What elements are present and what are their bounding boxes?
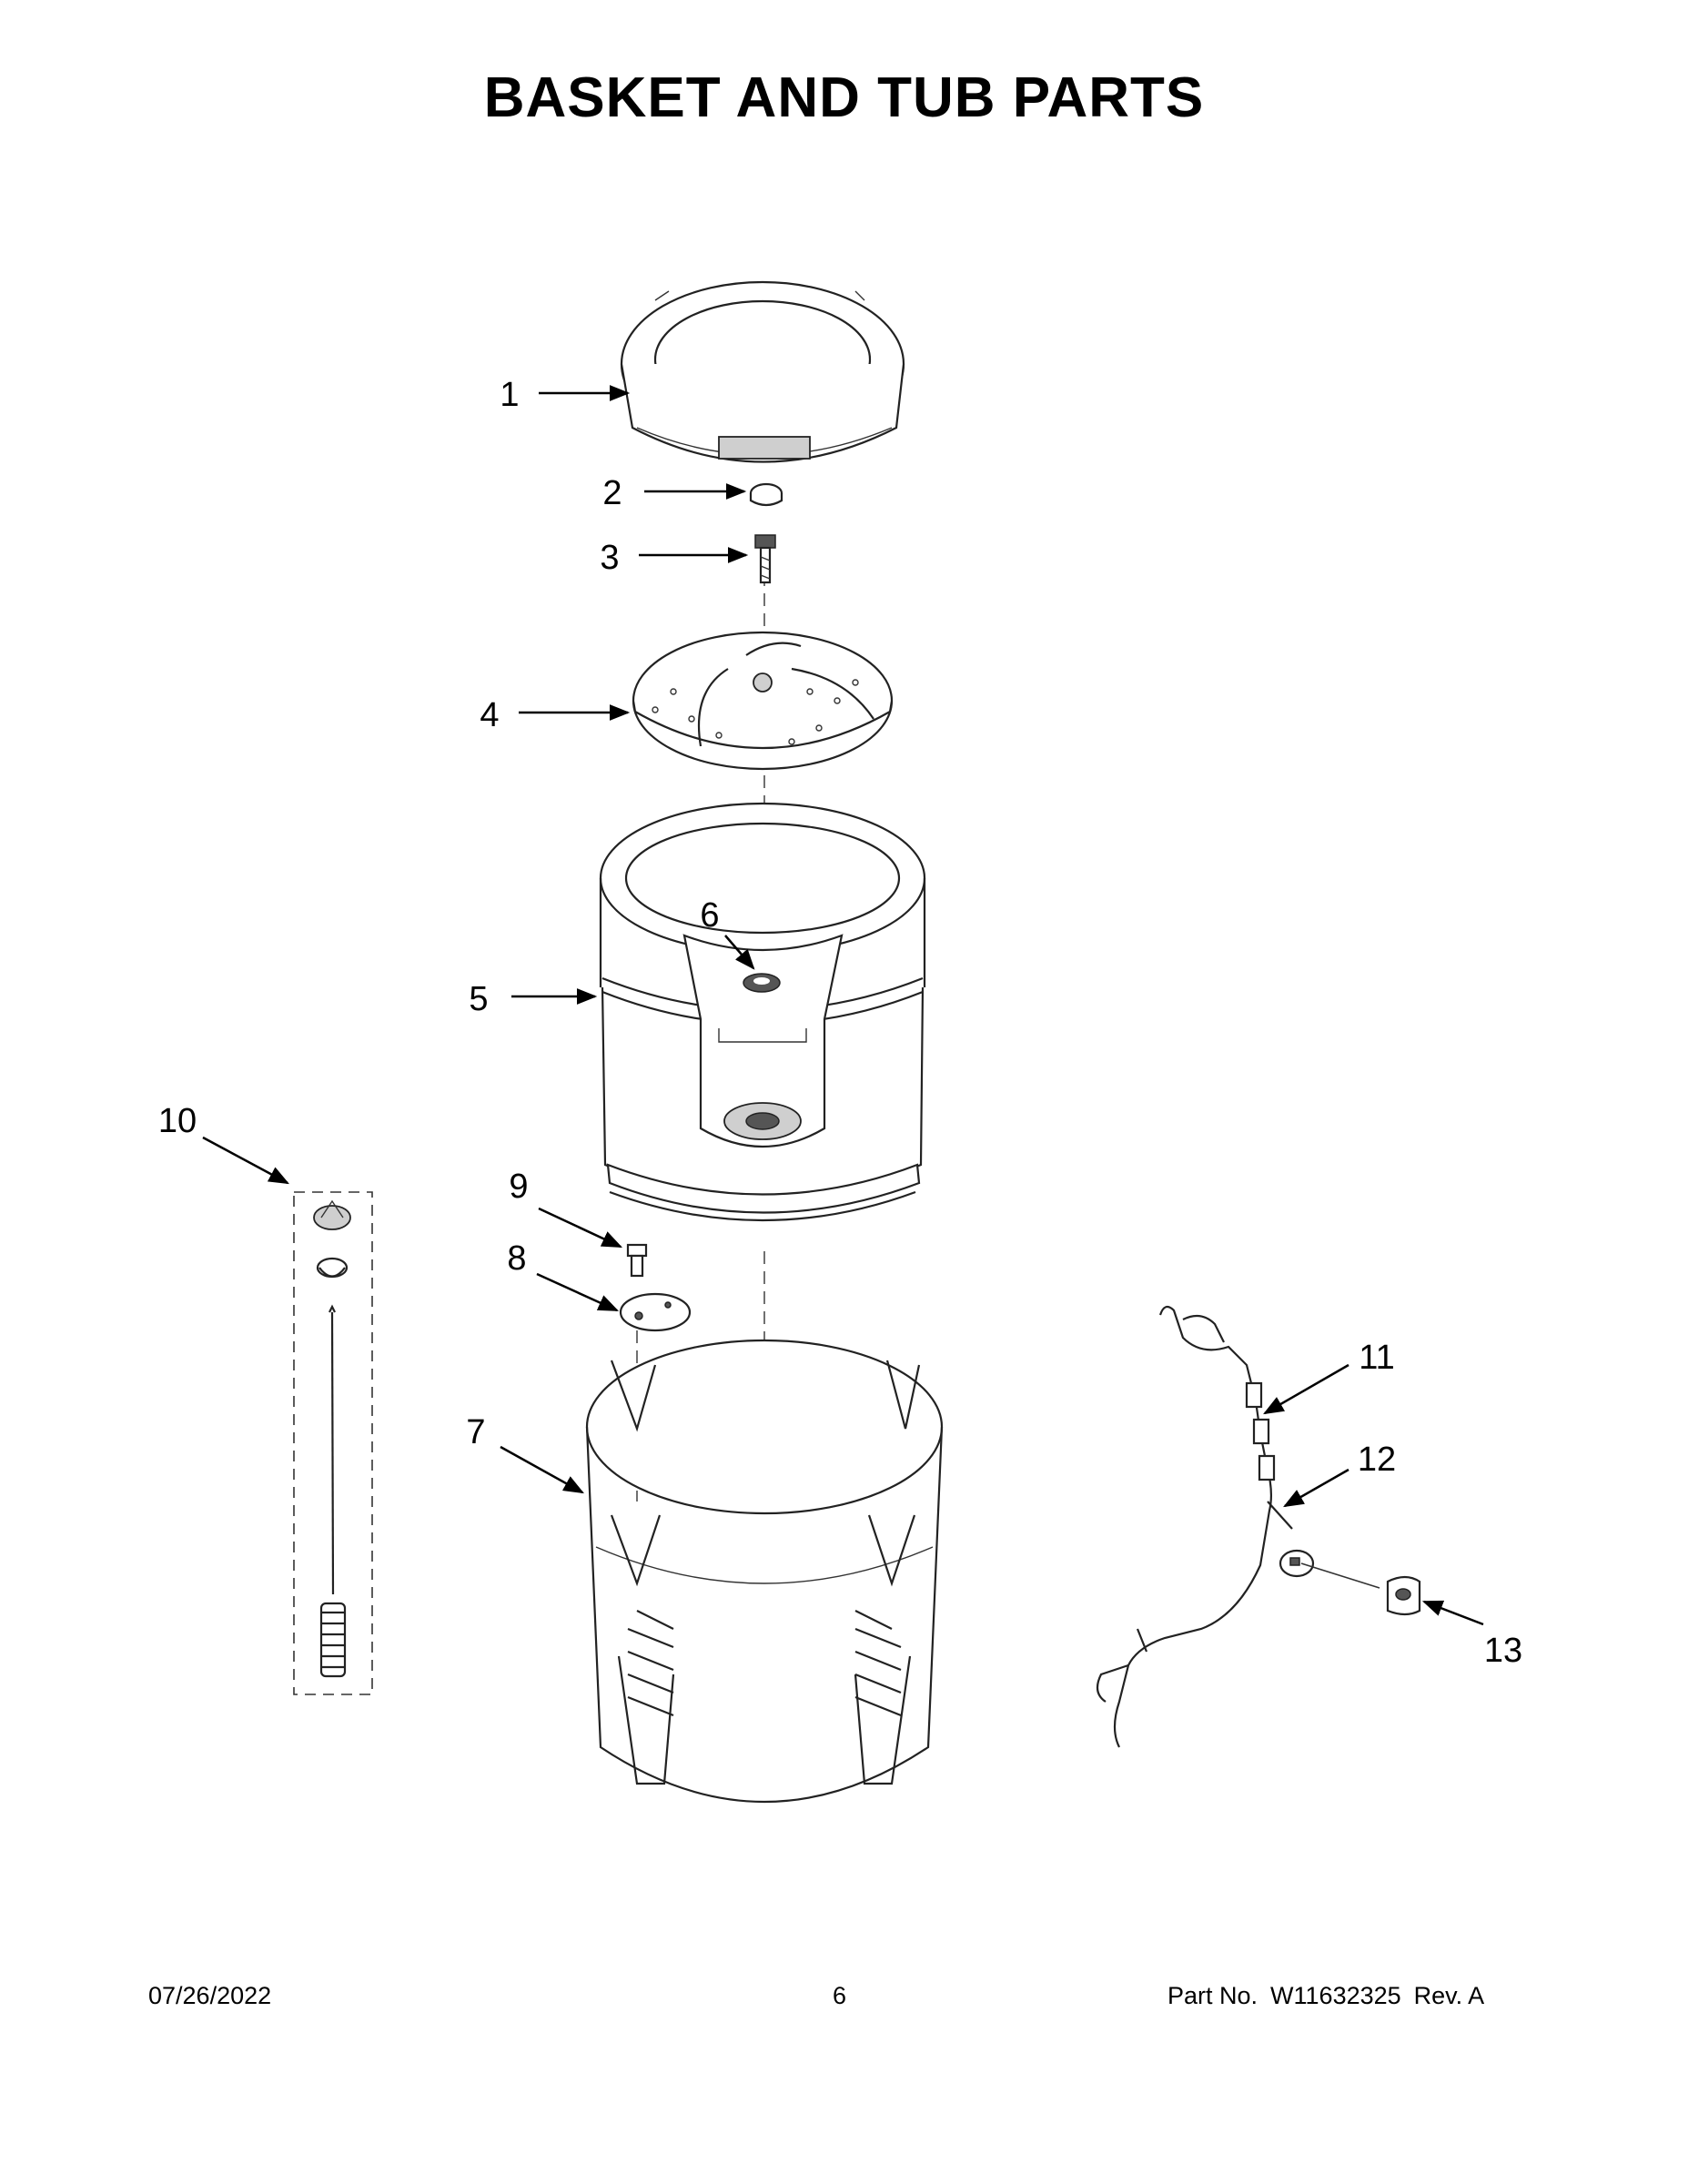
bolt-part <box>754 534 776 584</box>
callout-3: 3 <box>600 539 619 577</box>
seal-part <box>743 973 781 993</box>
footer-page-number: 6 <box>833 1982 847 2009</box>
clip-part <box>1386 1575 1421 1616</box>
callout-13: 13 <box>1484 1632 1522 1670</box>
wire-harness-part <box>1096 1305 1293 1748</box>
callout-5: 5 <box>469 980 488 1018</box>
callout-6: 6 <box>700 896 719 935</box>
footer-part-label: Part No. <box>1167 1982 1258 2009</box>
cap-part <box>749 482 783 507</box>
callout-arrows <box>202 385 1484 1626</box>
balance-ring-part <box>620 280 905 463</box>
footer-date: 07/26/2022 <box>148 1982 272 2009</box>
basket-part <box>599 802 926 1222</box>
callout-1: 1 <box>500 376 519 414</box>
footer-part-number: W11632325 <box>1270 1982 1401 2009</box>
callout-11: 11 <box>1359 1339 1394 1377</box>
sensor-part <box>1279 1549 1315 1578</box>
outer-tub-part <box>585 1339 944 1803</box>
callout-7: 7 <box>466 1413 485 1451</box>
callout-2: 2 <box>602 474 622 512</box>
suspension-rod-assembly <box>293 1191 373 1695</box>
page-title: BASKET AND TUB PARTS <box>483 66 1205 129</box>
impeller-part <box>632 631 894 771</box>
mounting-plate-part <box>619 1292 692 1332</box>
callout-8: 8 <box>507 1239 526 1278</box>
callout-4: 4 <box>480 696 499 734</box>
footer-part-info: Part No. W11632325 Rev. A <box>1167 1982 1497 2010</box>
footer-revision: Rev. A <box>1413 1982 1485 2009</box>
tub-rib-left <box>627 1610 674 1717</box>
tub-rib-right <box>854 1610 902 1717</box>
callout-12: 12 <box>1358 1441 1396 1479</box>
callout-10: 10 <box>158 1102 197 1140</box>
screw-part <box>626 1243 648 1278</box>
callout-9: 9 <box>509 1168 528 1206</box>
